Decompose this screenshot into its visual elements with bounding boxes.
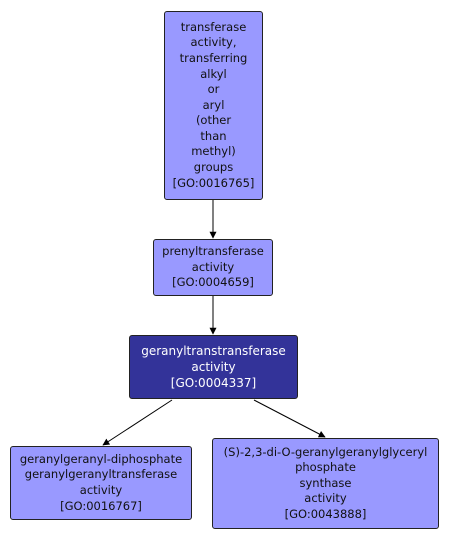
node-text-line: [GO:0004337] (170, 376, 257, 390)
node-text-line: or (207, 82, 220, 97)
node-text-line: geranylgeranyltransferase (24, 467, 178, 482)
node-text-line: activity (304, 491, 347, 506)
node-text-line: (other (195, 113, 232, 128)
node-text-line: [GO:0016767] (60, 498, 142, 513)
node-text-line: groups (193, 160, 234, 175)
node-text-line: aryl (202, 97, 225, 112)
node-text-line: [GO:0016765] (172, 175, 255, 190)
node-text-line: phosphate (295, 460, 356, 475)
node-geranyltranstransferase-activity[interactable]: geranyltranstransferase activity [GO:00043… (129, 335, 298, 399)
node-text-line: prenyltransferase (162, 244, 264, 259)
node-text-line: transferring (179, 50, 248, 65)
node-text-line: [GO:0004659] (172, 275, 254, 290)
node-text-line: [GO:0043888] (284, 506, 367, 521)
node-text-line: (S)-2,3-di-O-geranylgeranylglyceryl (223, 444, 428, 459)
node-text-line: activity (79, 483, 123, 497)
node-text-line: geranylgeranyl-diphosphate (19, 451, 183, 466)
edge-geranyltranstransferase-to-digeranyl-synthase (253, 399, 326, 438)
node-text-line: activity (191, 360, 236, 374)
node-text-line: transferase (180, 19, 247, 34)
node-text-line: than (200, 128, 227, 143)
node-text-line: activity, (190, 35, 237, 50)
node-text-line: synthase (299, 475, 352, 490)
edge-geranyltranstransferase-to-ggpp-synthase (102, 399, 173, 446)
node-text-line: methyl) (191, 144, 236, 159)
node-text-line: geranyltranstransferase (141, 344, 286, 358)
node-text-line: activity (191, 259, 235, 274)
node-text-line: alkyl (200, 66, 227, 81)
